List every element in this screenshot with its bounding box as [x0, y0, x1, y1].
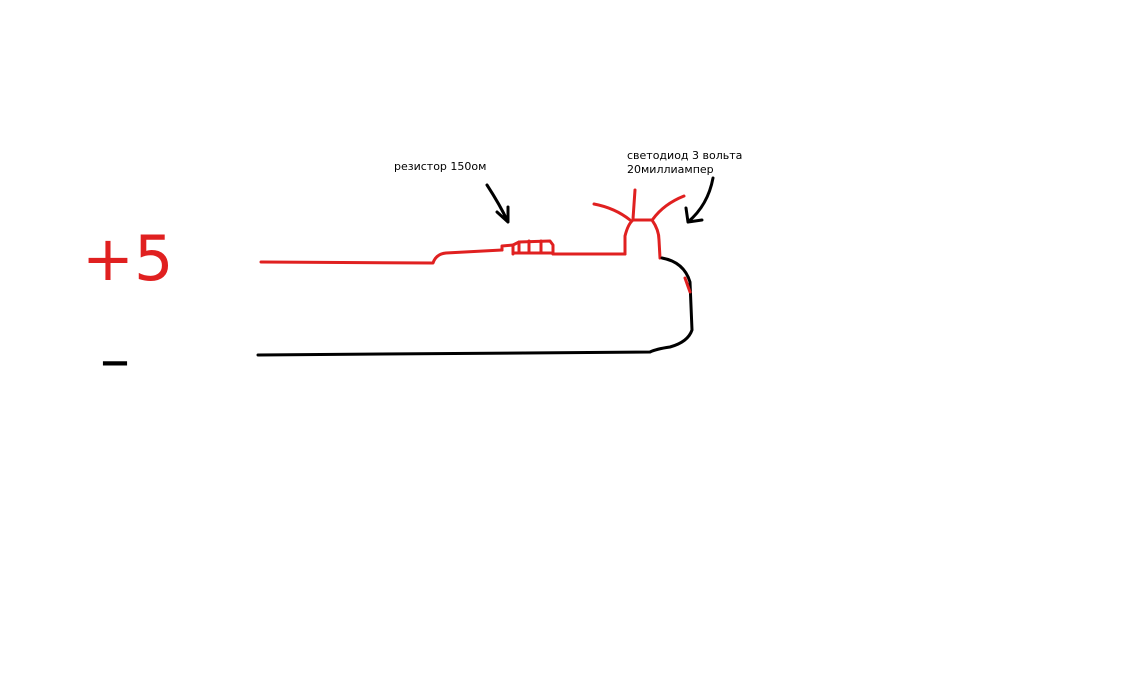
negative-terminal-label: –	[100, 325, 130, 395]
led-symbol	[592, 188, 686, 260]
positive-wire	[259, 248, 504, 265]
negative-wire	[256, 256, 694, 357]
light-ray	[651, 194, 686, 221]
led-arrow-icon	[684, 176, 715, 224]
positive-terminal-label: +5	[82, 222, 173, 295]
light-ray	[592, 202, 632, 222]
resistor-arrow-icon	[485, 183, 510, 224]
resistor-label: резистор 150ом	[394, 160, 486, 173]
light-ray	[631, 188, 637, 221]
resistor-symbol	[500, 239, 555, 256]
led-label-line2: 20миллиампер	[627, 163, 714, 176]
led-lead-mark	[683, 276, 692, 294]
led-label-line1: светодиод 3 вольта	[627, 149, 742, 162]
